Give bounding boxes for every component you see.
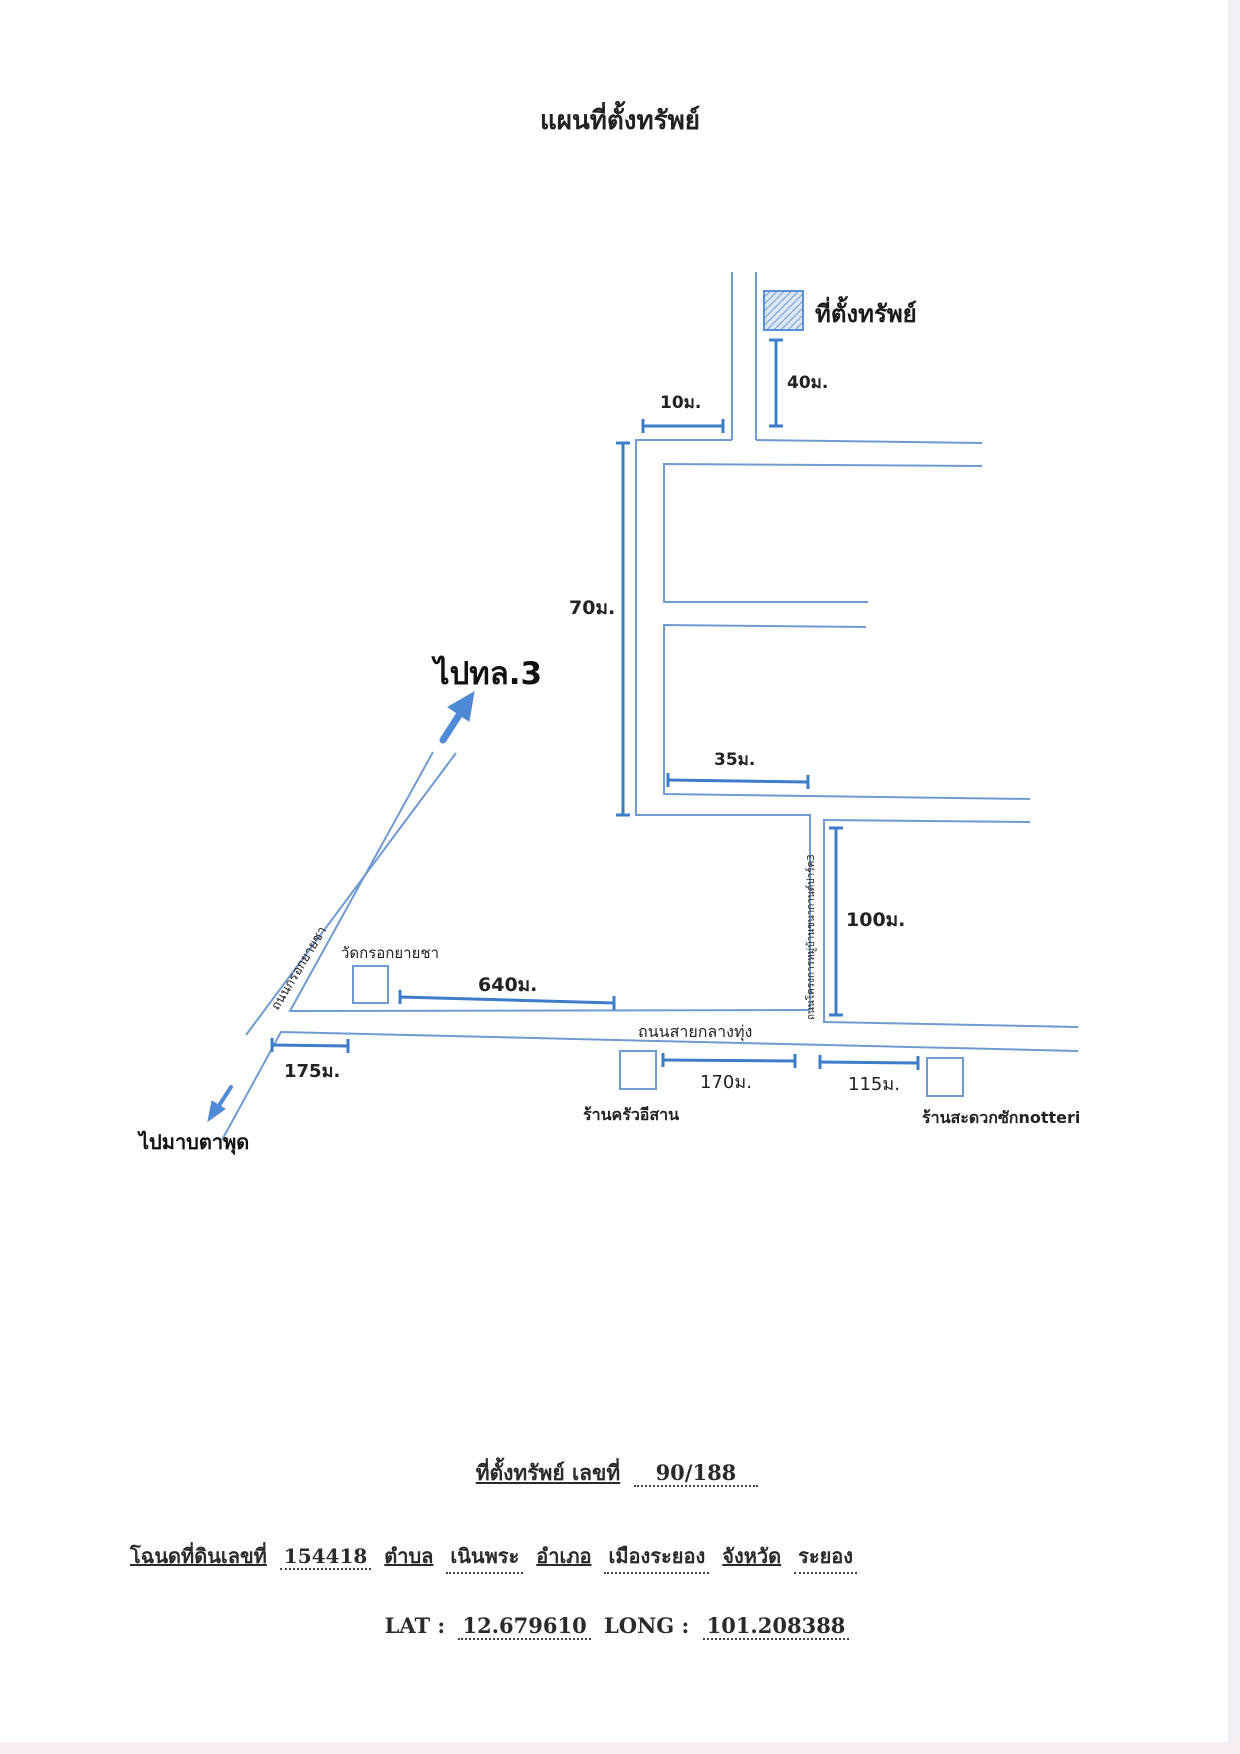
page-title: แผนที่ตั้งทรัพย์ [540, 106, 700, 136]
label-sai-klang-thung-road: ถนนสายกลางทุ่ง [638, 1022, 752, 1042]
measure-175m [270, 1038, 350, 1053]
property-location-marker [763, 290, 804, 331]
house-no-label: ที่ตั้งทรัพย์ เลขที่ [475, 1460, 621, 1485]
measure-100m [829, 826, 843, 1017]
page-bottom-edge [0, 1742, 1240, 1754]
label-40m: 40ม. [787, 373, 828, 393]
label-temple: วัดกรอกยายชา [341, 944, 439, 962]
label-restaurant: ร้านครัวอีสาน [583, 1105, 679, 1124]
subdistrict-value: เนินพระ [446, 1540, 524, 1574]
subdistrict-label: ตำบล [384, 1544, 434, 1568]
measure-170m [661, 1053, 797, 1068]
house-no-value: 90/188 [633, 1460, 759, 1487]
province-label: จังหวัด [722, 1544, 782, 1568]
arrow-to-map-ta-phut [216, 1085, 233, 1109]
footer-coordinates-line: LAT : 12.679610 LONG : 101.208388 [0, 1613, 1240, 1640]
label-100m: 100ม. [846, 909, 905, 931]
road-krok-yai-cha-outer [245, 752, 457, 1036]
long-value: 101.208388 [702, 1613, 850, 1640]
deed-label: โฉนดที่ดินเลขที่ [130, 1544, 267, 1568]
road-main-left-edge [635, 439, 811, 1010]
label-115m: 115ม. [848, 1074, 900, 1095]
road-sai-klang-upper [288, 751, 811, 1013]
district-value: เมืองระยอง [604, 1540, 710, 1574]
label-70m: 70ม. [569, 597, 615, 619]
label-35m: 35ม. [714, 750, 755, 770]
store-marker [926, 1057, 964, 1097]
measure-35m [666, 773, 810, 789]
temple-marker [352, 965, 389, 1004]
footer-deed-line: โฉนดที่ดินเลขที่ 154418 ตำบล เนินพระ อำเ… [130, 1540, 1082, 1574]
measure-70m [616, 441, 630, 817]
lat-label: LAT : [384, 1613, 446, 1638]
road-network [221, 272, 1079, 1141]
measure-40m [769, 338, 783, 428]
road-sai-klang-lower [221, 1030, 1079, 1141]
restaurant-marker [619, 1050, 657, 1090]
direction-to-map-ta-phut: ไปมาบตาพุด [137, 1130, 249, 1155]
label-10m: 10ม. [660, 393, 701, 413]
page-edge [1228, 0, 1240, 1754]
measure-10m [641, 419, 725, 433]
label-project-road: ถนนโครงการหมู่บ้านชนากานต์ปาร์ค3 [804, 854, 817, 1020]
lat-value: 12.679610 [458, 1613, 591, 1640]
measure-640m [398, 990, 616, 1010]
deed-number: 154418 [279, 1544, 372, 1570]
label-170m: 170ม. [700, 1072, 752, 1093]
arrow-to-map-ta-phut-head [207, 1100, 226, 1123]
direction-to-route3: ไปทล.3 [431, 655, 542, 692]
province-value: ระยอง [794, 1540, 858, 1574]
road-top-branch [755, 439, 983, 444]
legend-label: ที่ตั้งทรัพย์ [815, 295, 917, 328]
road-e-lower [663, 623, 1031, 800]
footer-address-line: ที่ตั้งทรัพย์ เลขที่ 90/188 [0, 1457, 1240, 1490]
measure-115m [818, 1055, 920, 1070]
label-store: ร้านสะดวกซักnotteri [922, 1108, 1080, 1127]
label-175m: 175ม. [284, 1061, 340, 1082]
district-label: อำเภอ [536, 1544, 592, 1568]
label-640m: 640ม. [478, 974, 537, 996]
measurement-bars [270, 338, 920, 1070]
label-krok-yai-cha-road: ถนนกรอกยายชา [269, 924, 331, 1013]
direction-arrows [207, 691, 475, 1123]
long-label: LONG : [604, 1613, 690, 1638]
road-e-upper [663, 462, 983, 603]
road-project-right [823, 818, 1079, 1028]
arrow-to-route3-head [447, 691, 475, 722]
